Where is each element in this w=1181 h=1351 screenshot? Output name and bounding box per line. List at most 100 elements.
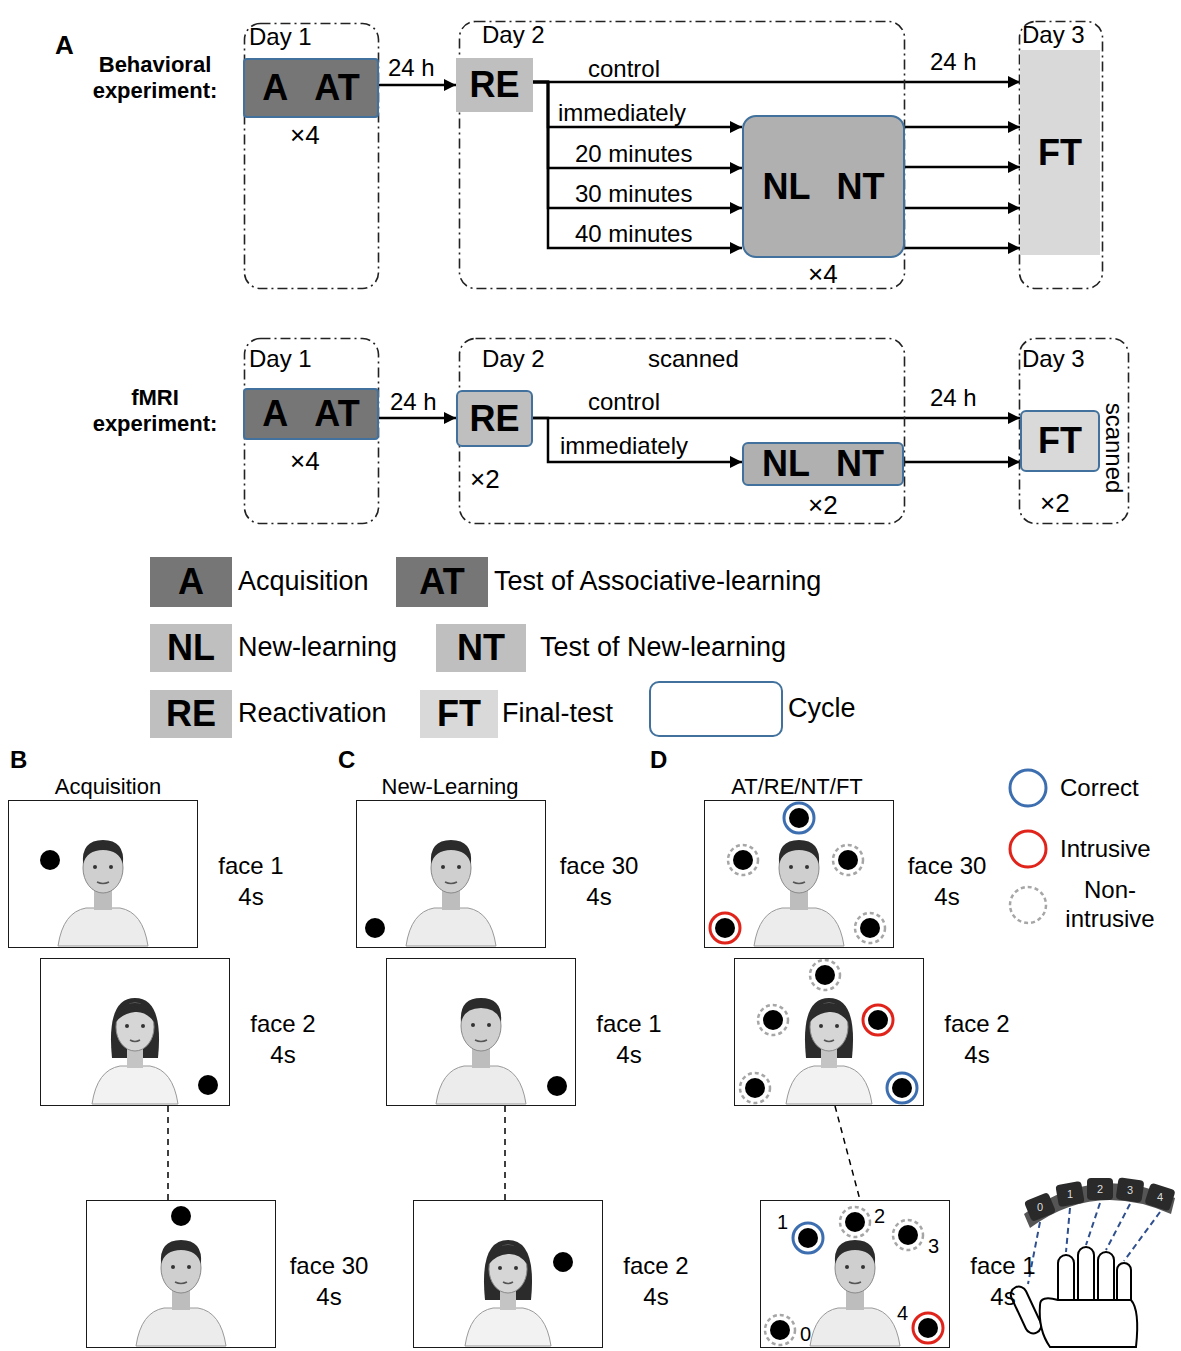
legend-swatch: FT	[420, 690, 498, 738]
frame-caption: face 14s	[953, 1250, 1053, 1312]
edge-label: 20 minutes	[575, 142, 692, 166]
arrow-connector	[904, 461, 1020, 464]
annotation: ×4	[290, 122, 320, 148]
circle-shape	[838, 850, 858, 870]
frame-border	[760, 1200, 950, 1348]
caption-text: face 2	[233, 1008, 333, 1039]
arrow-connector	[533, 82, 742, 127]
line-shape	[1106, 1204, 1130, 1250]
dashed-border	[1020, 22, 1103, 289]
day-label: Day 3	[1022, 23, 1085, 47]
annotation: Acquisition	[55, 776, 161, 798]
legend-text: Cycle	[788, 695, 856, 722]
frame-border	[86, 1200, 276, 1348]
box-text: A	[262, 70, 288, 106]
legend-text: Test of New-learning	[540, 634, 786, 661]
panel-label: B	[10, 748, 27, 772]
legend-swatch: A	[150, 557, 232, 607]
key-number: 2	[1097, 1184, 1103, 1195]
circle-shape	[793, 1223, 823, 1253]
arrow-connector	[905, 126, 1020, 129]
arrow-connector	[533, 417, 1020, 420]
arrow-connector	[533, 418, 742, 462]
swatch-letter: RE	[166, 696, 216, 732]
stage-box: FT	[1020, 410, 1100, 472]
frame-caption: face 304s	[279, 1250, 379, 1312]
legend-text: Test of Associative-learning	[494, 568, 821, 595]
face-trial: face 24s	[413, 1200, 707, 1348]
circle-shape	[40, 850, 60, 870]
circle-shape	[840, 1207, 870, 1237]
circle-shape	[553, 1252, 573, 1272]
caption-text: 4s	[606, 1281, 706, 1312]
frame-caption: face 24s	[927, 1008, 1027, 1070]
caption-text: 4s	[927, 1039, 1027, 1070]
annotation: New-Learning	[382, 776, 519, 798]
use-shape	[436, 998, 526, 1104]
legend-swatch: RE	[150, 690, 232, 738]
rect-shape	[1024, 1192, 1056, 1222]
circle-shape	[171, 1206, 191, 1226]
key-number: 3	[1127, 1185, 1133, 1196]
circle-shape	[868, 1010, 888, 1030]
circle-shape	[715, 918, 735, 938]
circle-shape	[733, 850, 753, 870]
face-trial: face 24s	[40, 958, 334, 1106]
legend-text: Intrusive	[1060, 837, 1151, 861]
key-number: 0	[1037, 1202, 1043, 1213]
arrow-connector	[533, 82, 742, 208]
caption-text: face 2	[927, 1008, 1027, 1039]
use-shape	[92, 998, 178, 1104]
use-shape	[406, 840, 496, 946]
face-trial: face 14s	[386, 958, 680, 1106]
box-text: FT	[1038, 423, 1082, 459]
circle-shape	[1010, 770, 1046, 806]
circle-shape	[365, 918, 385, 938]
legend-text: Correct	[1060, 776, 1139, 800]
caption-text: 4s	[549, 881, 649, 912]
day-label: Day 3	[1022, 347, 1085, 371]
use-shape	[465, 1240, 551, 1346]
frame-border	[356, 800, 546, 948]
panel-label: fMRI experiment:	[70, 385, 240, 438]
swatch-letter: AT	[419, 564, 464, 600]
rect-shape	[1087, 1178, 1113, 1200]
annotation: ×4	[290, 448, 320, 474]
legend-text: New-learning	[238, 634, 397, 661]
caption-text: face 2	[606, 1250, 706, 1281]
legend-swatch: NL	[150, 624, 232, 672]
edge-label: 24 h	[390, 390, 437, 414]
cycle-sample	[650, 682, 782, 736]
stage-box: RE	[456, 390, 533, 447]
face-trial: face 304s	[86, 1200, 380, 1348]
edge-label: immediately	[560, 434, 688, 458]
key-number: 1	[1067, 1189, 1073, 1200]
stage-box: RE	[456, 58, 533, 112]
frame-border	[704, 800, 894, 948]
edge-label: control	[588, 57, 660, 81]
circle-shape	[893, 1220, 923, 1250]
edge-label: 40 minutes	[575, 222, 692, 246]
annotation: ×4	[808, 261, 838, 287]
legend-text: Acquisition	[238, 568, 369, 595]
face-trial: face 14s	[8, 800, 302, 948]
rect-shape	[1055, 1181, 1084, 1207]
use-shape	[754, 840, 844, 946]
stage-box: AAT	[243, 388, 379, 440]
caption-text: face 30	[897, 850, 997, 881]
day-label: Day 1	[249, 25, 312, 49]
swatch-letter: NT	[457, 630, 505, 666]
day-label: Day 1	[249, 347, 312, 371]
caption-text: face 30	[279, 1250, 379, 1281]
annotation: AT/RE/NT/FT	[731, 776, 863, 798]
circle-shape	[855, 913, 885, 943]
dashed-border	[1020, 339, 1129, 524]
annotation: 2	[874, 1206, 885, 1226]
frame-caption: face 14s	[579, 1008, 679, 1070]
annotation: 24 h	[930, 50, 977, 74]
face-trial: face 304s	[704, 800, 998, 948]
day-label: Day 2	[482, 347, 545, 371]
box-text: RE	[469, 401, 519, 437]
panel-label: A	[55, 32, 74, 58]
